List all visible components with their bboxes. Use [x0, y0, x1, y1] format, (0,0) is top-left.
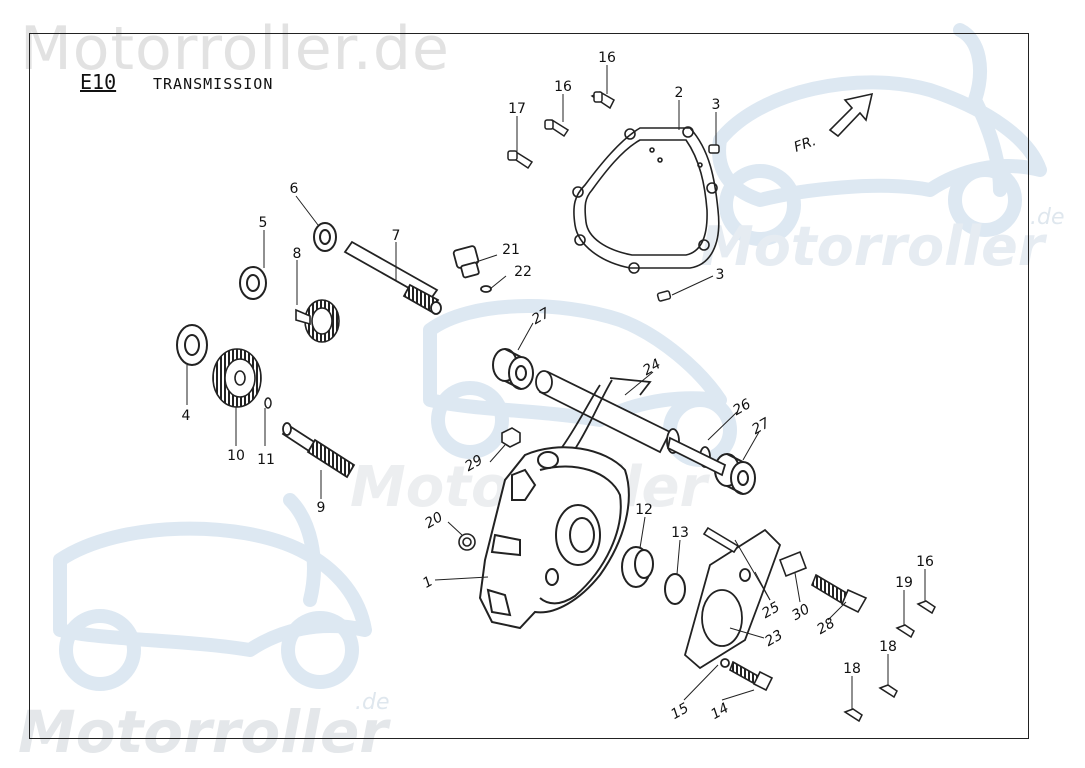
label-27: 27: [749, 415, 773, 438]
label-23: 23: [762, 627, 785, 650]
gear-small: [295, 299, 340, 343]
label-3: 3: [712, 97, 721, 113]
diagram-frame: [29, 33, 1029, 739]
output-shaft: [281, 422, 356, 479]
label-2: 2: [675, 85, 684, 101]
label-13: 13: [671, 525, 689, 541]
label-18: 18: [843, 661, 861, 677]
cover-plate: [683, 528, 782, 670]
bolts-plate: [702, 526, 868, 692]
bolt-side: [458, 533, 476, 551]
label-11: 11: [257, 452, 275, 468]
bushing: [492, 348, 756, 495]
front-direction-label: FR.: [792, 133, 818, 156]
transmission-case: [478, 446, 630, 630]
pivot-tube: [535, 370, 727, 477]
watermark-suffix-right: .de: [1030, 205, 1065, 230]
label-17: 17: [508, 101, 526, 117]
bolts-right: [843, 600, 936, 723]
drain-plug: [452, 245, 492, 293]
label-16: 16: [598, 50, 616, 66]
label-30: 30: [789, 601, 813, 624]
label-12: 12: [635, 502, 653, 518]
label-3: 3: [716, 267, 725, 283]
label-14: 14: [708, 700, 731, 723]
leader-lines: [186, 65, 926, 710]
dowel-pin: [656, 144, 720, 302]
label-29: 29: [462, 452, 486, 475]
label-18: 18: [879, 639, 897, 655]
label-1: 1: [420, 573, 436, 591]
bearing-parts: [176, 222, 337, 366]
drive-shaft: [343, 240, 442, 315]
circlip: [264, 397, 272, 409]
label-21: 21: [502, 242, 520, 258]
nut: [501, 427, 521, 448]
label-10: 10: [227, 448, 245, 464]
watermark-top: Motorroller.de: [20, 14, 450, 84]
label-15: 15: [668, 700, 692, 723]
watermark-suffix-bottom: .de: [355, 690, 390, 715]
label-5: 5: [259, 215, 268, 231]
label-4: 4: [182, 408, 191, 424]
watermark-bottom: Motorroller: [18, 698, 388, 766]
gear-large: [212, 348, 262, 408]
label-26: 26: [730, 396, 754, 419]
section-code: E10: [80, 70, 117, 94]
watermark-right: Motorroller: [700, 215, 1045, 278]
bolts-top: [507, 91, 615, 170]
label-20: 20: [422, 509, 446, 532]
label-28: 28: [814, 615, 838, 638]
section-title: TRANSMISSION: [153, 75, 274, 93]
oil-seal: [621, 546, 654, 588]
label-19: 19: [895, 575, 913, 591]
o-ring: [664, 573, 686, 605]
label-24: 24: [640, 356, 663, 379]
label-27: 27: [529, 305, 553, 328]
label-6: 6: [290, 181, 299, 197]
label-25: 25: [759, 599, 783, 622]
label-22: 22: [514, 264, 532, 280]
label-16: 16: [916, 554, 934, 570]
part-labels: 16 16 17 2 3 3 6 5 7 8 4 10 11 9 21 22 2…: [182, 50, 934, 723]
label-16: 16: [554, 79, 572, 95]
label-8: 8: [293, 246, 302, 262]
front-direction-arrow-icon: FR.: [792, 92, 874, 156]
label-7: 7: [392, 228, 401, 244]
label-9: 9: [317, 500, 326, 516]
gasket-cover: [572, 126, 720, 274]
